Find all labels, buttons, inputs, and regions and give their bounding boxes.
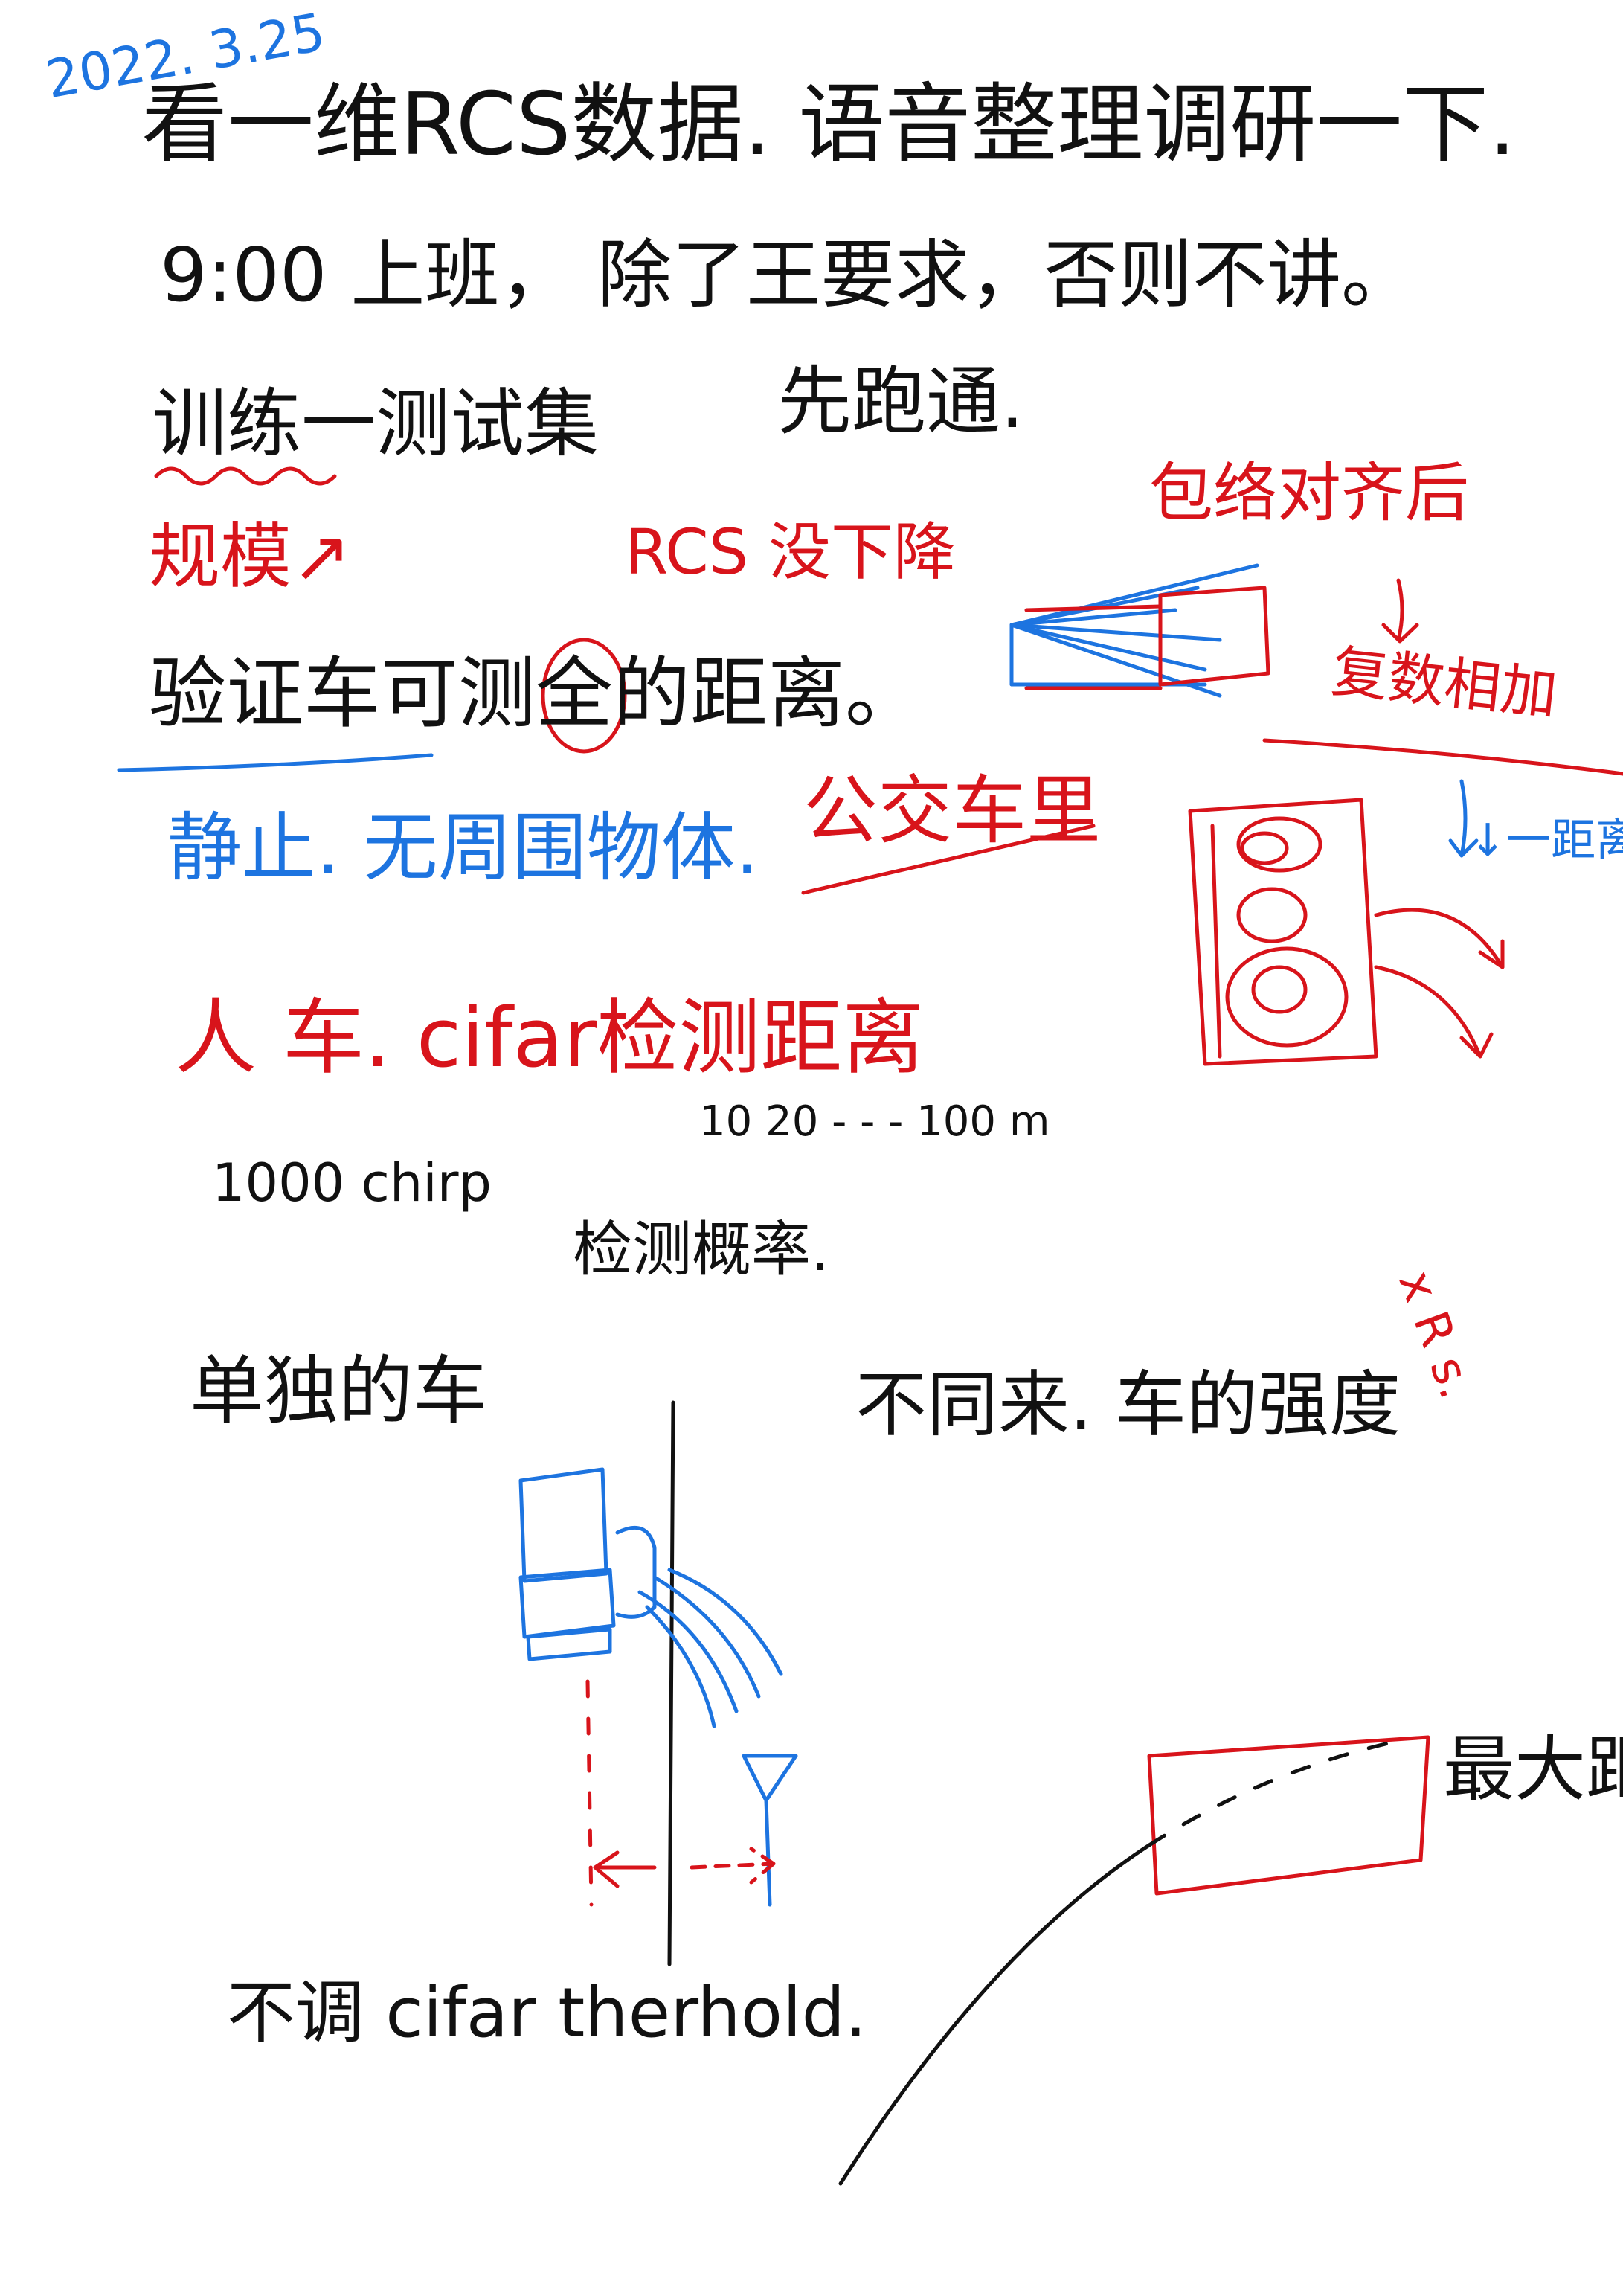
note-line-2: 9:00 上班， 除了王要求，否则不讲。 [160, 231, 1416, 318]
blue-underline-sketch [117, 753, 434, 772]
note-diff-strength: 不同来. 车的强度 [855, 1363, 1401, 1446]
note-verify-distance: 验证车可测全的距离。 [149, 648, 923, 739]
note-envelope: 包络对齐后 [1149, 456, 1469, 530]
note-run-through: 先跑通. [777, 358, 1024, 445]
blue-arrow-sketch [1448, 779, 1479, 858]
note-max-distance: 最大距离 [1443, 1728, 1623, 1811]
max-distance-sketch [838, 1735, 1430, 2186]
circle-highlight-sketch [541, 638, 627, 754]
note-bus: 公交车里 [803, 767, 1101, 854]
note-threshold: 不调 cifar therhold. [227, 1973, 867, 2053]
note-person-car-detect: 人 车. cifar检测距离 [175, 990, 925, 1086]
red-line-sketch [1262, 738, 1623, 776]
note-line-1: 看一维RCS数据. 语音整理调研一下. [141, 74, 1517, 175]
note-rcs-no-drop: RCS 没下降 [625, 516, 956, 589]
note-chirp: 1000 chirp [212, 1152, 492, 1213]
note-one-distance: ↓一距离 [1469, 815, 1623, 867]
traffic-light-sketch [1188, 798, 1505, 1066]
envelope-alignment-sketch [1009, 563, 1270, 698]
note-static: 静止. 无周围物体. [167, 804, 759, 891]
wavy-underline-sketch [154, 466, 337, 486]
arrow-down-sketch [1381, 578, 1419, 644]
red-underline-sketch [801, 824, 1096, 895]
note-single-car: 单独的车 [190, 1347, 487, 1434]
note-detect-probability: 检测概率. [573, 1215, 830, 1284]
note-train-test: 训练一测试集 [152, 380, 599, 467]
note-scale: 规模↗ [149, 515, 352, 598]
vehicle-radar-sketch [518, 1400, 798, 1966]
note-distances: 10 20 - - - 100 m [699, 1097, 1050, 1146]
